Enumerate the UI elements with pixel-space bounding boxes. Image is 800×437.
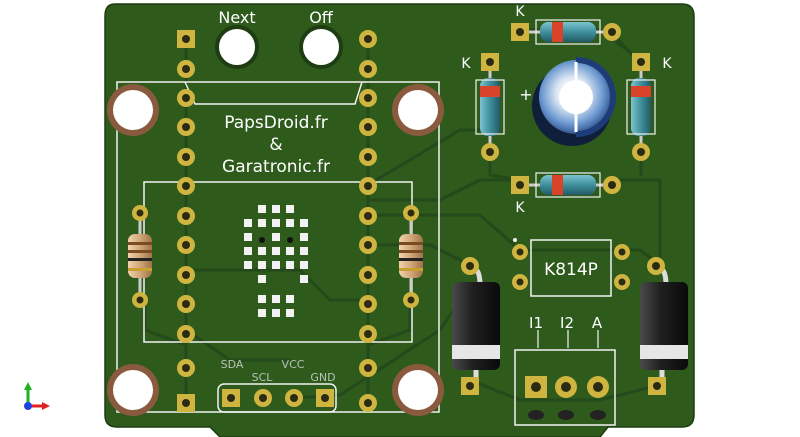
ic-label: K814P: [544, 260, 598, 280]
resistor-left: [128, 205, 152, 308]
terminal-label-i1: I1: [529, 314, 543, 332]
terminal-label-a: A: [592, 314, 603, 332]
rectifier-diode-right: [640, 257, 688, 395]
diode-left-k: K: [461, 56, 471, 72]
left-pin-header: [177, 30, 195, 412]
off-button-hole[interactable]: [299, 25, 343, 69]
rectifier-diode-left: [452, 257, 500, 395]
optocoupler-k814p: [512, 238, 630, 297]
i2c-header: [217, 383, 337, 413]
label-sda: SDA: [221, 358, 244, 371]
led-matrix: [244, 205, 308, 317]
electrolytic-capacitor: [532, 57, 616, 146]
label-vcc: VCC: [282, 358, 305, 371]
terminal-block: [514, 330, 616, 426]
diode-right: [626, 53, 656, 161]
diode-right-k: K: [662, 56, 672, 72]
capacitor-plus: +: [519, 85, 532, 104]
title-ampersand: &: [269, 135, 282, 155]
diode-top-k: K: [515, 4, 525, 20]
diode-bottom-k: K: [515, 200, 525, 216]
diode-bottom: [511, 172, 621, 198]
next-button-label: Next: [218, 8, 255, 27]
terminal-label-i2: I2: [560, 314, 574, 332]
axis-gizmo: [24, 382, 50, 410]
title-papsdroid: PapsDroid.fr: [224, 113, 328, 133]
right-pin-header: [359, 30, 377, 412]
title-garatronic: Garatronic.fr: [222, 157, 330, 177]
next-button-hole[interactable]: [215, 25, 259, 69]
diode-top: [511, 19, 621, 45]
off-button-label: Off: [309, 8, 334, 27]
label-scl: SCL: [252, 371, 274, 384]
diode-left: [475, 53, 505, 161]
resistor-right: [399, 205, 423, 308]
label-gnd: GND: [310, 371, 335, 384]
mounting-holes: [107, 84, 444, 416]
